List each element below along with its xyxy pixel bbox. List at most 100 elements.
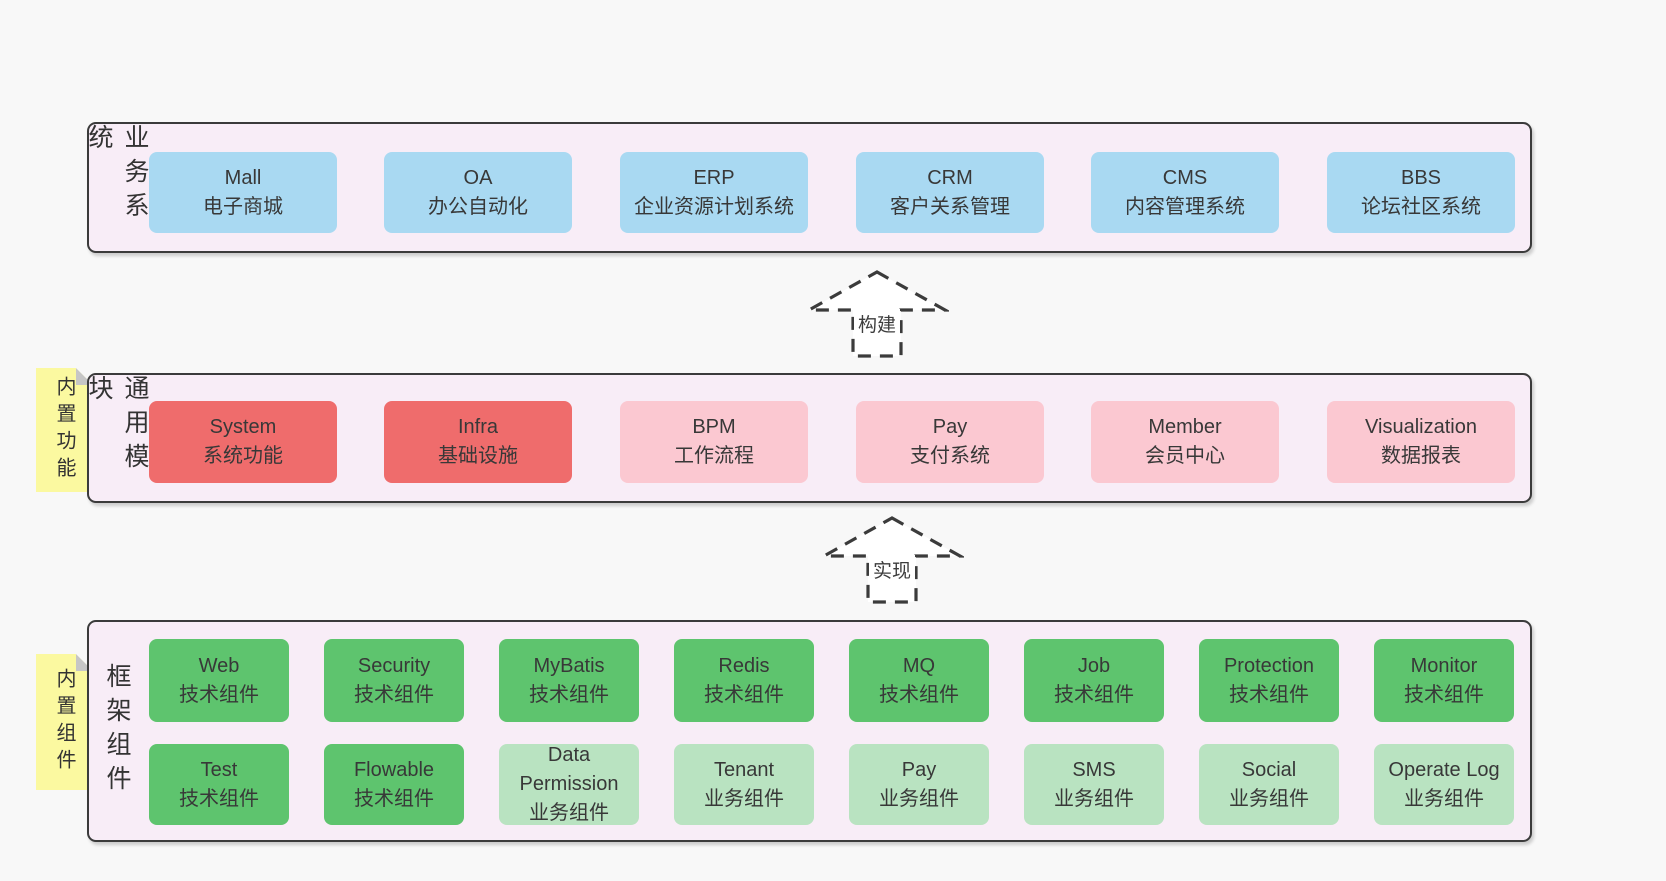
node-title: Job [1077, 654, 1111, 677]
note-builtin-components: 内置组件 [36, 654, 93, 790]
node-subtitle: 支付系统 [910, 445, 990, 467]
node-subtitle: 技术组件 [879, 683, 959, 706]
node-title: SMS [1072, 758, 1116, 781]
band-modules-label: 通用模块 [85, 375, 149, 501]
node-protection: Protection 技术组件 [1199, 639, 1339, 722]
arrow-build-label: 构建 [853, 309, 901, 338]
node-title: BBS [1400, 166, 1442, 189]
node-subtitle: 技术组件 [1404, 683, 1484, 706]
node-mybatis: MyBatis 技术组件 [499, 639, 639, 722]
node-subtitle: 基础设施 [438, 445, 518, 467]
node-redis: Redis 技术组件 [674, 639, 814, 722]
note-builtin-features-text: 内置功能 [53, 376, 75, 484]
node-system: System 系统功能 [149, 401, 337, 483]
node-subtitle: 数据报表 [1381, 445, 1461, 467]
node-title: ERP [693, 166, 735, 189]
node-monitor: Monitor 技术组件 [1374, 639, 1514, 722]
arrow-implement: 实现 [820, 514, 964, 606]
band-business-label-text: 业务系统 [85, 124, 149, 226]
node-flowable: Flowable 技术组件 [324, 744, 464, 825]
node-title: Monitor [1410, 654, 1478, 677]
node-subtitle: 客户关系管理 [890, 195, 1010, 218]
node-title: Flowable [353, 758, 435, 781]
node-title: Infra [457, 416, 499, 438]
node-pay-component: Pay 业务组件 [849, 744, 989, 825]
node-subtitle: 办公自动化 [428, 195, 528, 218]
node-subtitle: 技术组件 [354, 683, 434, 706]
node-title: OA [463, 166, 493, 189]
node-mall: Mall 电子商城 [149, 152, 337, 233]
node-subtitle: 会员中心 [1145, 445, 1225, 467]
node-title: Data Permission [519, 744, 619, 795]
node-pay-system: Pay 支付系统 [856, 401, 1044, 483]
node-title: Visualization [1365, 416, 1477, 438]
node-subtitle: 电子商城 [203, 195, 283, 218]
node-member: Member 会员中心 [1091, 401, 1279, 483]
node-subtitle: 技术组件 [1054, 683, 1134, 706]
node-title: Test [200, 758, 238, 781]
node-job: Job 技术组件 [1024, 639, 1164, 722]
node-data-permission: Data Permission 业务组件 [499, 744, 639, 825]
band-components-label: 框架组件 [99, 622, 135, 840]
node-title: CMS [1162, 166, 1208, 189]
node-crm: CRM 客户关系管理 [856, 152, 1044, 233]
node-title: Member [1148, 416, 1222, 438]
band-common-modules: 通用模块 System 系统功能 Infra 基础设施 BPM 工作流程 Pay… [85, 373, 1532, 503]
node-visualization: Visualization 数据报表 [1327, 401, 1515, 483]
node-infra: Infra 基础设施 [384, 401, 572, 483]
node-title: CRM [927, 166, 973, 189]
node-oa: OA 办公自动化 [384, 152, 572, 233]
node-social: Social 业务组件 [1199, 744, 1339, 825]
node-title: System [209, 416, 277, 438]
node-title: Pay [932, 416, 968, 438]
band-business-label: 业务系统 [85, 124, 149, 251]
node-subtitle: 技术组件 [704, 683, 784, 706]
node-title: Redis [718, 654, 770, 677]
node-bpm: BPM 工作流程 [620, 401, 808, 483]
node-mq: MQ 技术组件 [849, 639, 989, 722]
node-title: Protection [1223, 654, 1315, 677]
node-subtitle: 技术组件 [354, 787, 434, 810]
band-components-label-text: 框架组件 [103, 663, 131, 799]
arrow-build: 构建 [805, 268, 949, 360]
node-subtitle: 论坛社区系统 [1361, 195, 1481, 218]
node-subtitle: 技术组件 [179, 683, 259, 706]
node-test: Test 技术组件 [149, 744, 289, 825]
node-cms: CMS 内容管理系统 [1091, 152, 1279, 233]
arrow-implement-label: 实现 [868, 555, 916, 584]
node-subtitle: 系统功能 [203, 445, 283, 467]
node-subtitle: 业务组件 [529, 802, 609, 824]
node-subtitle: 业务组件 [1404, 787, 1484, 810]
note-builtin-components-text: 内置组件 [53, 668, 75, 776]
node-tenant: Tenant 业务组件 [674, 744, 814, 825]
node-subtitle: 技术组件 [529, 683, 609, 706]
node-subtitle: 企业资源计划系统 [634, 195, 794, 218]
node-title: Web [198, 654, 240, 677]
node-subtitle: 业务组件 [1229, 787, 1309, 810]
node-title: Operate Log [1388, 758, 1500, 781]
band-modules-label-text: 通用模块 [85, 375, 149, 477]
node-title: Social [1241, 758, 1297, 781]
node-title: MyBatis [533, 654, 605, 677]
node-erp: ERP 企业资源计划系统 [620, 152, 808, 233]
node-security: Security 技术组件 [324, 639, 464, 722]
node-title: Tenant [713, 758, 775, 781]
node-bbs: BBS 论坛社区系统 [1327, 152, 1515, 233]
node-operate-log: Operate Log 业务组件 [1374, 744, 1514, 825]
node-subtitle: 工作流程 [674, 445, 754, 467]
node-sms: SMS 业务组件 [1024, 744, 1164, 825]
node-title: Pay [901, 758, 937, 781]
node-title: BPM [692, 416, 736, 438]
node-subtitle: 业务组件 [704, 787, 784, 810]
node-title: MQ [902, 654, 936, 677]
node-subtitle: 业务组件 [879, 787, 959, 810]
node-subtitle: 内容管理系统 [1125, 195, 1245, 218]
node-title: Mall [224, 166, 262, 189]
node-subtitle: 技术组件 [179, 787, 259, 810]
node-subtitle: 技术组件 [1229, 683, 1309, 706]
band-business-systems: 业务系统 Mall 电子商城 OA 办公自动化 ERP 企业资源计划系统 CRM… [85, 122, 1532, 253]
node-title: Security [357, 654, 431, 677]
band-framework-components: 框架组件 Web 技术组件 Security 技术组件 MyBatis 技术组件… [87, 620, 1532, 842]
node-subtitle: 业务组件 [1054, 787, 1134, 810]
